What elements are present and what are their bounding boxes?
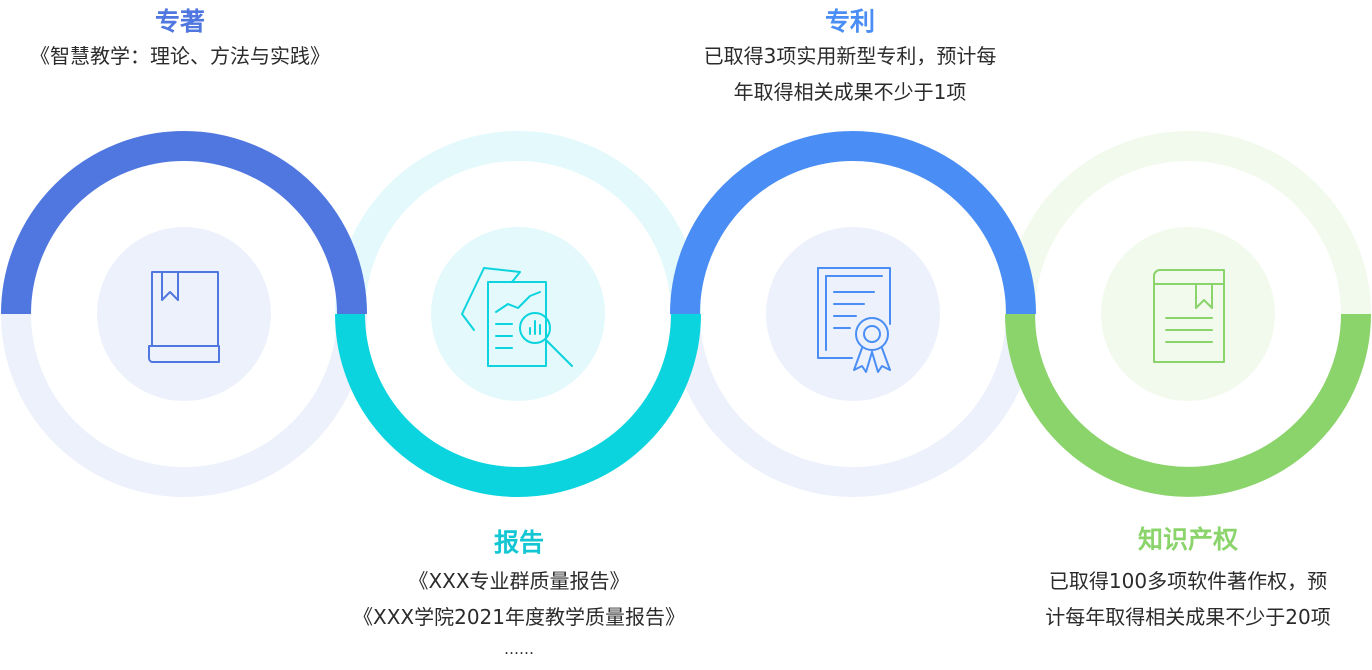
item-2-description: 《XXX专业群质量报告》 《XXX学院2021年度教学质量报告》 …… (353, 563, 685, 663)
ring-3-disc (766, 227, 940, 401)
ring-3-arc (670, 131, 1036, 315)
book-icon (148, 271, 220, 363)
report-magnifier-icon (461, 267, 573, 367)
certificate-icon (817, 267, 891, 373)
notebook-icon (1153, 269, 1225, 363)
ring-2-disc (431, 227, 605, 401)
item-4-line-2: 计每年取得相关成果不少于20项 (1045, 605, 1331, 629)
item-3-description: 已取得3项实用新型专利，预计每 年取得相关成果不少于1项 (704, 38, 997, 110)
item-3-title: 专利 (824, 7, 876, 36)
item-3-line-1: 已取得3项实用新型专利，预计每 (703, 44, 997, 68)
item-2-title: 报告 (493, 528, 545, 557)
ring-1-arc (1, 131, 367, 315)
ring-4-arc (1005, 313, 1371, 497)
ring-1-disc (97, 227, 271, 401)
item-1-description: 《智慧教学：理论、方法与实践》 (30, 38, 330, 74)
ring-4-disc (1101, 227, 1275, 401)
item-2-line-2: 《XXX学院2021年度教学质量报告》 (352, 605, 686, 629)
item-3-line-2: 年取得相关成果不少于1项 (733, 80, 967, 104)
item-2-line-1: 《XXX专业群质量报告》 (408, 569, 630, 593)
item-4-title: 知识产权 (1137, 525, 1239, 554)
item-4-description: 已取得100多项软件著作权，预 计每年取得相关成果不少于20项 (1045, 563, 1330, 635)
item-1-title: 专著 (154, 7, 206, 36)
item-1-line-1: 《智慧教学：理论、方法与实践》 (30, 44, 330, 68)
item-4-line-1: 已取得100多项软件著作权，预 (1048, 569, 1328, 593)
item-2-line-3: …… (503, 640, 534, 658)
ring-2-arc (335, 313, 701, 497)
